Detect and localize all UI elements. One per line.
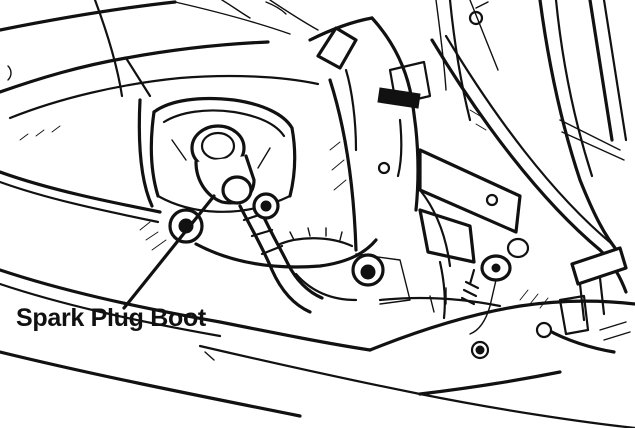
recess-flange [194,227,378,302]
right-terminal [535,246,631,354]
linkage-spring [460,237,530,335]
right-bracket [355,148,522,320]
lower-deck [368,287,635,396]
callout-leader [122,194,216,310]
upper-shroud [0,0,320,120]
left-plate [0,98,635,428]
cables [430,0,628,294]
spark-plug-boot [190,124,324,314]
callout-label: Spark Plug Boot [16,304,206,332]
spark-plug-recess [149,96,297,213]
control-bracket [308,0,489,252]
shading-marks [19,109,549,309]
mounting-bolts [168,192,490,360]
